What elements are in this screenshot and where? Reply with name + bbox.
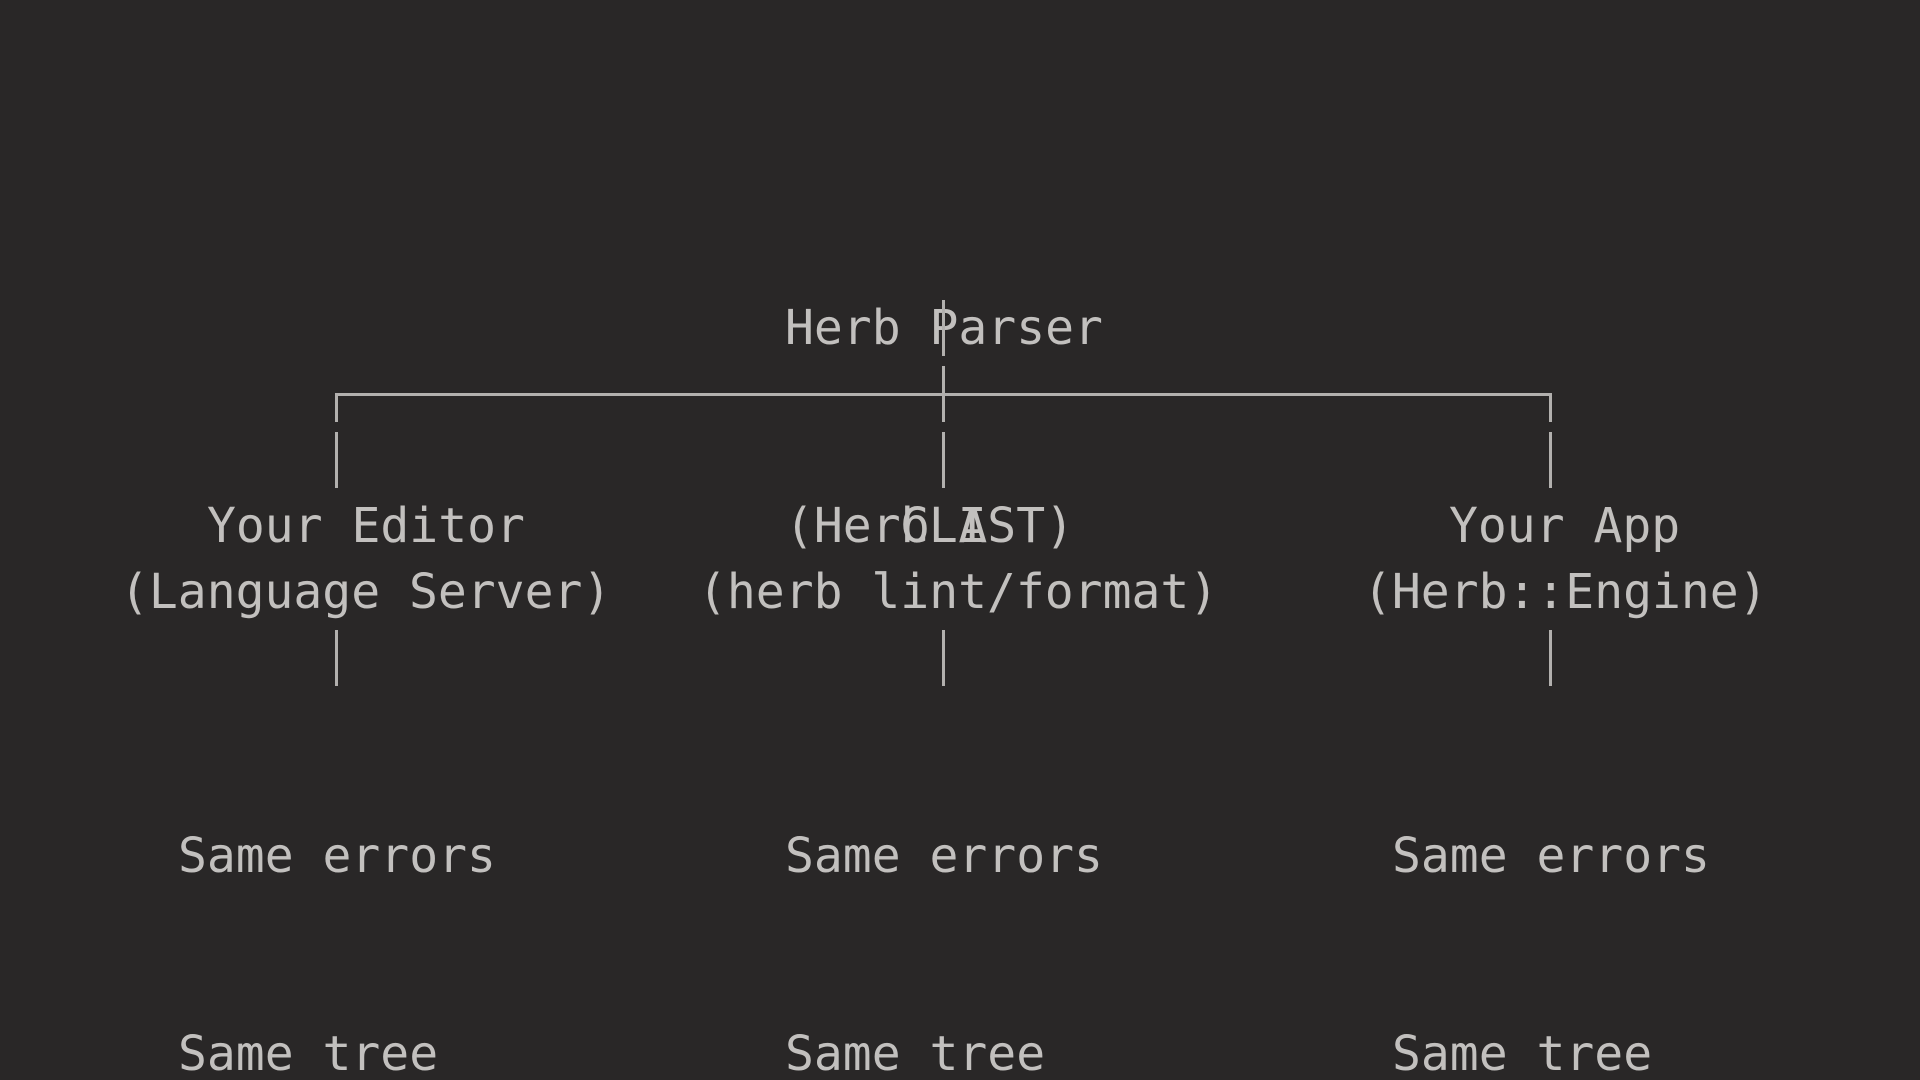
branch-cli-benefits: Same errors Same tree Same rules [785,691,1103,1080]
branch-cli-title: CLI [900,498,987,554]
branch-app-subtitle: (Herb::Engine) [1363,564,1768,620]
branch-editor-subtitle: (Language Server) [120,564,612,620]
root-node-subtitle: (Herb AST) [785,498,1074,554]
benefit-item: Same tree [785,1026,1046,1080]
branch-editor-title: Your Editor [207,498,525,554]
benefit-item: Same errors [178,828,496,884]
branch-cli-benefits-connector-line [942,630,945,686]
left-corner-elbow-line [335,394,338,422]
branch-app-benefits: Same errors Same tree Same rules [1392,691,1710,1080]
benefit-item: Same errors [1392,828,1710,884]
right-branch-drop-line [1549,432,1552,488]
benefit-item: Same tree [1392,1026,1653,1080]
root-node: Herb Parser (Herb AST) [785,163,1103,691]
branch-app-title: Your App [1449,498,1681,554]
branch-editor-benefits: Same errors Same tree Same rules [178,691,496,1080]
branch-editor-benefits-connector-line [335,630,338,686]
benefit-item: Same errors [785,828,1103,884]
branch-cli-subtitle: (herb lint/format) [698,564,1219,620]
right-corner-elbow-line [1549,394,1552,422]
branches-horizontal-rail-line [335,393,1552,396]
benefit-item: Same tree [178,1026,439,1080]
left-branch-drop-line [335,432,338,488]
root-node-title: Herb Parser [785,300,1103,356]
branch-app-benefits-connector-line [1549,630,1552,686]
